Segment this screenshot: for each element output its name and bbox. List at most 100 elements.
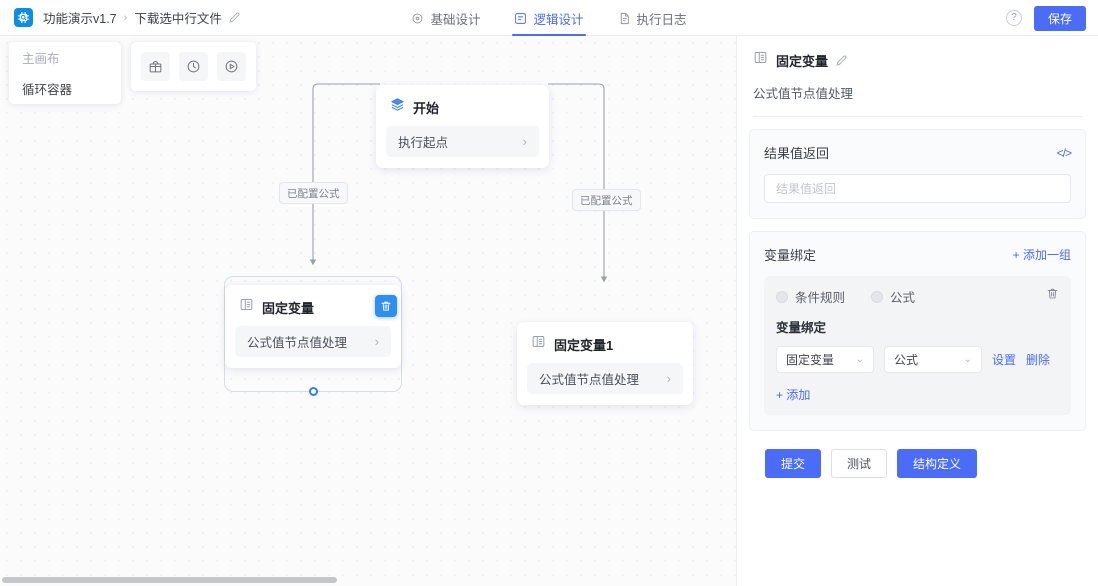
structure-definition-button[interactable]: 结构定义 [897,449,978,478]
node-body-label: 公式值节点值处理 [539,373,640,387]
table-columns-icon [753,50,768,70]
select-value-type[interactable]: 公式 ⌄ [884,346,982,373]
flow-edges [309,83,608,283]
panel-actions: 提交 测试 结构定义 [749,443,1086,478]
breadcrumb-item-page[interactable]: 下载选中行文件 [134,12,222,26]
node-title: 开始 [413,100,440,116]
panel-subtitle: 公式值节点值处理 [753,87,854,101]
node-title: 固定变量 [262,300,315,316]
flow-node-fixed-variable-1[interactable]: 固定变量1 公式值节点值处理 › [517,322,693,405]
binding-group: 条件规则 公式 变量绑定 [764,276,1071,415]
binding-group-label: 变量绑定 [776,321,827,335]
breadcrumb: 功能演示v1.7 › 下载选中行文件 [43,8,240,27]
node-body-fixed-variable-1[interactable]: 公式值节点值处理 › [527,363,683,394]
radio-label: 条件规则 [795,291,846,305]
select-variable-source[interactable]: 固定变量 ⌄ [776,346,874,373]
layer-item-label: 主画布 [22,52,60,66]
node-header: 开始 [376,85,549,126]
test-button[interactable]: 测试 [831,449,888,478]
select-value: 固定变量 [786,353,835,367]
add-group-button[interactable]: + 添加一组 [1012,248,1071,262]
pencil-icon[interactable] [836,55,847,66]
flow-canvas[interactable]: 主画布 循环容器 [0,36,736,586]
chevron-down-icon: ⌄ [855,354,864,365]
main-tabs: 基础设计 逻辑设计 执行日志 [0,0,1098,36]
chevron-right-icon: › [522,134,527,149]
card-title: 结果值返回 [764,146,830,161]
layer-item-main-canvas[interactable]: 主画布 [9,42,121,73]
radio-indicator [871,290,884,303]
canvas-toolbar [131,42,256,91]
edge-label-text: 已配置公式 [287,187,340,200]
tab-logic-design[interactable]: 逻辑设计 [512,0,586,36]
delete-group-icon[interactable] [1046,287,1059,305]
breadcrumb-separator: › [123,11,128,24]
code-brackets-icon[interactable]: </> [1056,145,1072,160]
panel-header: 固定变量 公式值节点值处理 [737,36,1098,117]
save-button[interactable]: 保存 [1033,5,1086,31]
settings-gear-icon [411,12,424,25]
node-header: 固定变量1 [517,322,693,363]
pencil-icon[interactable] [229,12,240,23]
chevron-right-icon: › [374,334,379,349]
panel-content: 结果值返回 </> 变量绑定 + 添加一组 条件规则 公式 [737,117,1098,478]
layers-stack-icon [390,97,405,117]
radio-formula[interactable]: 公式 [871,287,915,306]
flow-node-fixed-variable[interactable]: 固定变量 公式值节点值处理 › [225,285,401,368]
card-header: 变量绑定 + 添加一组 [764,245,1071,264]
layer-item-loop-container[interactable]: 循环容器 [9,73,121,104]
radio-indicator [776,290,788,303]
breadcrumb-item-project[interactable]: 功能演示v1.7 [43,12,117,26]
panel-title-row: 固定变量 [753,50,1082,70]
tab-label: 基础设计 [430,12,481,27]
top-bar-actions: ? 保存 [1005,0,1086,36]
node-output-port[interactable] [309,387,318,396]
delete-link[interactable]: 删除 [1026,353,1051,367]
page-title: 固定变量 [776,53,829,69]
settings-link[interactable]: 设置 [992,353,1017,367]
edge-label-text: 已配置公式 [580,194,633,207]
card-header: 结果值返回 </> [764,143,1072,162]
app-logo-icon [14,8,33,27]
submit-button[interactable]: 提交 [765,449,822,478]
tab-execution-log[interactable]: 执行日志 [618,0,687,36]
flow-node-start[interactable]: 开始 执行起点 › [376,85,549,168]
package-box-icon[interactable] [141,52,170,81]
flow-node-icon [514,12,527,25]
layer-item-label: 循环容器 [22,83,73,97]
edge-label-left: 已配置公式 [279,182,348,204]
canvas-layer-panel: 主画布 循环容器 [9,42,121,104]
document-log-icon [618,12,631,25]
node-header: 固定变量 [225,285,401,326]
chevron-down-icon: ⌄ [963,354,972,365]
canvas-horizontal-scrollbar[interactable] [0,577,736,583]
result-return-card: 结果值返回 </> [749,129,1086,219]
properties-panel: 固定变量 公式值节点值处理 结果值返回 </> 变量绑定 + 添加一组 [736,36,1098,586]
tab-label: 执行日志 [636,12,687,27]
question-mark-icon[interactable]: ? [1005,10,1022,26]
result-return-input[interactable] [764,174,1071,203]
node-body-start[interactable]: 执行起点 › [386,126,539,157]
node-body-label: 公式值节点值处理 [247,336,348,350]
clock-history-icon[interactable] [179,52,208,81]
chevron-right-icon: › [666,371,671,386]
select-value: 公式 [894,353,919,367]
variable-binding-card: 变量绑定 + 添加一组 条件规则 公式 [749,231,1086,431]
node-delete-button[interactable] [375,295,397,317]
radio-label: 公式 [890,291,916,305]
add-binding-button[interactable]: + 添加 [776,388,811,402]
node-body-label: 执行起点 [398,136,449,150]
node-title: 固定变量1 [554,337,614,353]
node-body-fixed-variable[interactable]: 公式值节点值处理 › [235,326,391,357]
card-title: 变量绑定 [764,248,817,263]
play-circle-icon[interactable] [217,52,246,81]
table-columns-icon [531,334,546,354]
tab-basic-design[interactable]: 基础设计 [411,0,480,36]
radio-condition-rule[interactable]: 条件规则 [776,287,845,306]
panel-divider [753,116,1082,117]
table-columns-icon [239,297,254,317]
binding-row: 固定变量 ⌄ 公式 ⌄ 设置 删除 [776,346,1059,373]
scrollbar-thumb[interactable] [2,577,337,583]
top-bar: 功能演示v1.7 › 下载选中行文件 基础设计 逻辑设计 [0,0,1098,36]
binding-type-radio-group: 条件规则 公式 [776,287,1059,306]
